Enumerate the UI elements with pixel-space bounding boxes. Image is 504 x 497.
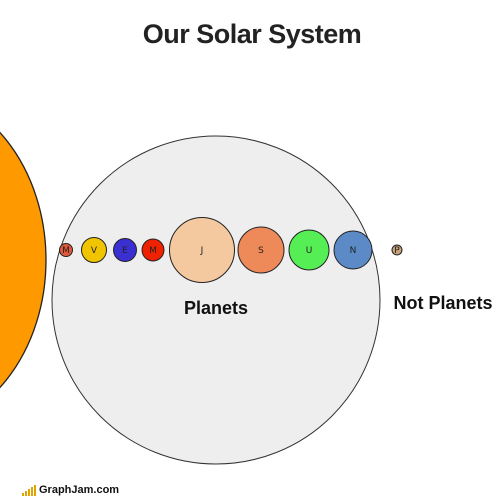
body-4-letter: M xyxy=(149,246,157,256)
graph-bars-logo-icon xyxy=(22,485,36,496)
chart-title: Our Solar System xyxy=(143,19,362,49)
footer-brand[interactable]: GraphJam.com xyxy=(39,484,120,496)
body-9-circle xyxy=(391,244,403,256)
body-2-letter: V xyxy=(91,246,98,256)
body-6-circle xyxy=(237,226,285,274)
planets-set-circle xyxy=(51,135,381,465)
body-6-letter: S xyxy=(258,246,264,256)
sun-circle xyxy=(0,131,47,389)
body-7-letter: U xyxy=(306,246,313,256)
not-planets-label: Not Planets xyxy=(393,293,492,313)
body-1-circle xyxy=(59,243,73,257)
body-5-letter: J xyxy=(200,246,204,256)
body-1-letter: M xyxy=(62,246,70,256)
body-7-circle xyxy=(288,229,330,271)
body-8-letter: N xyxy=(350,246,357,256)
body-2-circle xyxy=(81,237,107,263)
body-5-circle xyxy=(169,217,235,283)
body-8-circle xyxy=(333,230,373,270)
body-9-letter: P xyxy=(394,246,400,256)
body-3-letter: E xyxy=(122,246,128,256)
site-footer: GraphJam.com xyxy=(22,484,119,496)
body-4-circle xyxy=(141,238,165,262)
planets-label: Planets xyxy=(184,298,248,318)
body-3-circle xyxy=(113,238,137,262)
